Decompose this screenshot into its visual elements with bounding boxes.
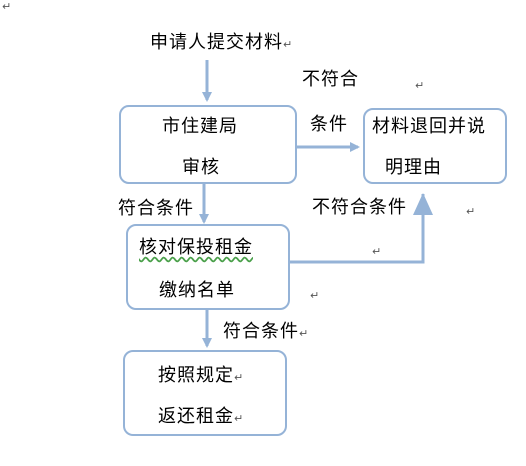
node-verify-line2: 缴纳名单 — [159, 280, 235, 301]
node-refund-line1: 按照规定↵ — [158, 366, 244, 388]
edge-label-meet-1: 符合条件 — [118, 198, 194, 219]
paragraph-mark: ↵ — [234, 371, 245, 384]
paragraph-mark: ↵ — [415, 79, 425, 92]
paragraph-mark: ↵ — [283, 38, 294, 51]
edge-label-meet-2-text: 符合条件 — [223, 321, 299, 342]
node-start-text: 申请人提交材料 — [150, 32, 283, 53]
node-refund-line1-text: 按照规定 — [158, 365, 234, 386]
arrow-verify-to-reject — [290, 194, 425, 264]
node-review-line2: 审核 — [182, 157, 220, 178]
edge-label-meet-2: 符合条件↵ — [223, 322, 309, 344]
edge-label-not-meet-top-line2: 条件 — [310, 114, 348, 135]
paragraph-mark: ↵ — [310, 289, 320, 302]
node-start: 申请人提交材料↵ — [150, 33, 293, 55]
node-verify-box — [126, 224, 290, 310]
paragraph-mark: ↵ — [299, 327, 310, 340]
node-reject-line2: 明理由 — [385, 157, 442, 178]
node-refund-box — [123, 350, 287, 436]
paragraph-mark: ↵ — [372, 245, 382, 258]
node-review-line1: 市住建局 — [162, 116, 238, 137]
node-refund-line2-text: 返还租金 — [158, 406, 234, 427]
node-verify-line1: 核对保投租金 — [139, 237, 253, 258]
paragraph-mark: ↵ — [466, 205, 476, 218]
paragraph-mark: ↵ — [2, 0, 12, 13]
node-reject-box — [363, 108, 507, 184]
node-reject-line1: 材料退回并说 — [372, 116, 486, 137]
edge-label-not-meet-top-line1: 不符合 — [302, 69, 359, 90]
edge-label-not-meet-2: 不符合条件 — [312, 197, 407, 218]
node-refund-line2: 返还租金↵ — [158, 407, 244, 429]
arrow-verify-to-reject-head — [413, 193, 433, 215]
node-review-box — [119, 105, 297, 184]
paragraph-mark: ↵ — [234, 412, 245, 425]
